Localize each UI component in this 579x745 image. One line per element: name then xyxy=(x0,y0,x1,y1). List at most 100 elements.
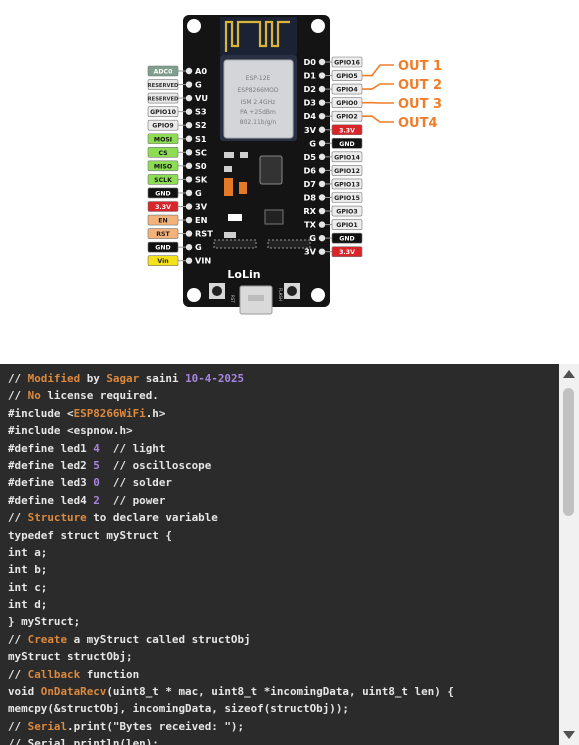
code-token: #define led4 xyxy=(8,493,94,507)
code-token: myStruct structObj; xyxy=(8,650,133,664)
pin-function-label: GPIO0 xyxy=(336,100,358,107)
code-line: #define led2 5 // oscilloscope xyxy=(8,457,556,474)
code-token: // xyxy=(8,511,28,525)
pin-hole xyxy=(185,135,193,142)
code-token: #define led1 xyxy=(8,441,94,455)
code-line: int a; xyxy=(8,544,556,561)
pin-function-tag xyxy=(331,192,363,203)
code-line: } myStruct; xyxy=(8,613,556,630)
code-token: (uint8_t * mac, uint8_t *incomingData, u… xyxy=(106,685,454,699)
module-shield xyxy=(223,59,294,139)
pin-hole xyxy=(318,194,326,201)
pin-label: 3V xyxy=(195,202,208,212)
pin-hole xyxy=(318,207,326,215)
pin-hole xyxy=(318,153,326,161)
mount-hole xyxy=(311,288,325,302)
scroll-up-arrow-icon[interactable] xyxy=(563,370,575,378)
pin-hole xyxy=(318,221,326,228)
code-line: #define led1 4 // light xyxy=(8,440,556,457)
code-lines[interactable]: // Modified by Sagar saini 10-4-2025// N… xyxy=(8,370,556,745)
pin-hole xyxy=(185,230,193,237)
scrollbar[interactable] xyxy=(559,364,579,745)
module-text: 802.11b/g/n xyxy=(240,119,277,126)
code-block[interactable]: // Modified by Sagar saini 10-4-2025// N… xyxy=(0,364,579,745)
code-token: Create xyxy=(27,632,68,646)
module-text: ESP-12E xyxy=(246,75,271,82)
pin-label: D6 xyxy=(304,165,317,175)
code-token: #include < xyxy=(8,406,74,420)
pin-function-label: RESERVED xyxy=(148,83,179,89)
code-token: int b; xyxy=(8,563,48,577)
code-token: OnDataRecv xyxy=(40,685,107,699)
board-pinout-diagram: ESP-12E ESP8266MOD ISM 2.4GHz PA +25dBm … xyxy=(0,0,579,360)
pin-function-label: ADC0 xyxy=(154,69,173,76)
pin-function-label: GPIO2 xyxy=(336,114,357,121)
code-token: Serial xyxy=(27,719,68,733)
mount-hole xyxy=(187,19,201,33)
output-label: OUT 1 xyxy=(398,59,442,74)
pin-function-tag xyxy=(147,255,179,266)
pin-function-label: MISO xyxy=(154,163,172,170)
pin-hole xyxy=(318,234,326,242)
pin-function-tag xyxy=(331,124,363,136)
code-token: saini xyxy=(139,372,186,385)
pin-function-label: GPIO16 xyxy=(334,60,360,67)
scroll-down-arrow-icon[interactable] xyxy=(563,731,575,739)
code-token: #define led3 xyxy=(8,476,94,490)
code-line: // No license required. xyxy=(8,387,556,404)
pin-function-label: GPIO14 xyxy=(334,154,360,161)
pin-hole xyxy=(318,167,326,174)
pin-label: S0 xyxy=(195,161,207,171)
code-line: #define led4 2 // power xyxy=(8,492,556,509)
code-line: #define led3 0 // solder xyxy=(8,474,556,491)
pin-hole xyxy=(318,58,326,66)
pin-label: S2 xyxy=(195,120,207,130)
smd-component xyxy=(224,232,236,238)
smd-component xyxy=(228,214,242,221)
pin-label: SC xyxy=(195,147,207,157)
code-token: .h> xyxy=(145,406,166,420)
pin-function-label: GPIO4 xyxy=(336,87,358,94)
code-token: Modified xyxy=(27,372,81,385)
pin-function-tag xyxy=(147,79,179,90)
pin-label: G xyxy=(195,80,202,90)
pin-hole xyxy=(318,180,326,188)
module-text: ESP8266MOD xyxy=(237,87,278,94)
chip-pads xyxy=(267,239,311,249)
module-text: ISM 2.4GHz xyxy=(241,99,276,106)
code-token: 4 xyxy=(93,441,100,455)
scroll-thumb[interactable] xyxy=(563,388,574,516)
pin-function-tag xyxy=(331,56,363,68)
code-token: int a; xyxy=(8,545,48,559)
board-name: LoLin xyxy=(227,268,260,281)
code-line: void OnDataRecv(uint8_t * mac, uint8_t *… xyxy=(8,683,556,700)
code-line: memcpy(&structObj, incomingData, sizeof(… xyxy=(8,700,556,717)
output-label: OUT 3 xyxy=(398,97,442,112)
code-token: int d; xyxy=(8,598,48,612)
code-line: int c; xyxy=(8,579,556,596)
pin-function-label: GND xyxy=(155,245,170,252)
pin-function-tag xyxy=(147,241,179,253)
code-line: // Structure to declare variable xyxy=(8,509,556,526)
pin-function-label: 3.3V xyxy=(155,204,171,211)
pin-hole xyxy=(185,81,193,88)
pin-function-tag xyxy=(147,147,179,158)
code-token: typedef struct myStruct { xyxy=(8,528,172,542)
smd-component xyxy=(240,152,248,158)
output-label: OUT 2 xyxy=(398,78,442,93)
output-leader-line xyxy=(362,83,394,90)
pin-label: VIN xyxy=(195,256,211,266)
pin-function-label: Vin xyxy=(157,258,168,265)
board-svg: ESP-12E ESP8266MOD ISM 2.4GHz PA +25dBm … xyxy=(147,15,442,315)
code-token: to declare variable xyxy=(86,511,218,525)
rst-button-cap xyxy=(212,286,222,296)
pin-function-tag xyxy=(331,165,363,176)
code-token: a myStruct called structObj xyxy=(67,632,251,646)
pin-hole xyxy=(185,203,193,210)
pin-hole xyxy=(185,216,193,224)
code-token: // xyxy=(8,719,28,733)
pin-hole xyxy=(185,257,193,264)
pin-label: G xyxy=(309,233,316,243)
pin-hole xyxy=(185,122,193,129)
pin-function-label: GPIO9 xyxy=(152,123,173,130)
